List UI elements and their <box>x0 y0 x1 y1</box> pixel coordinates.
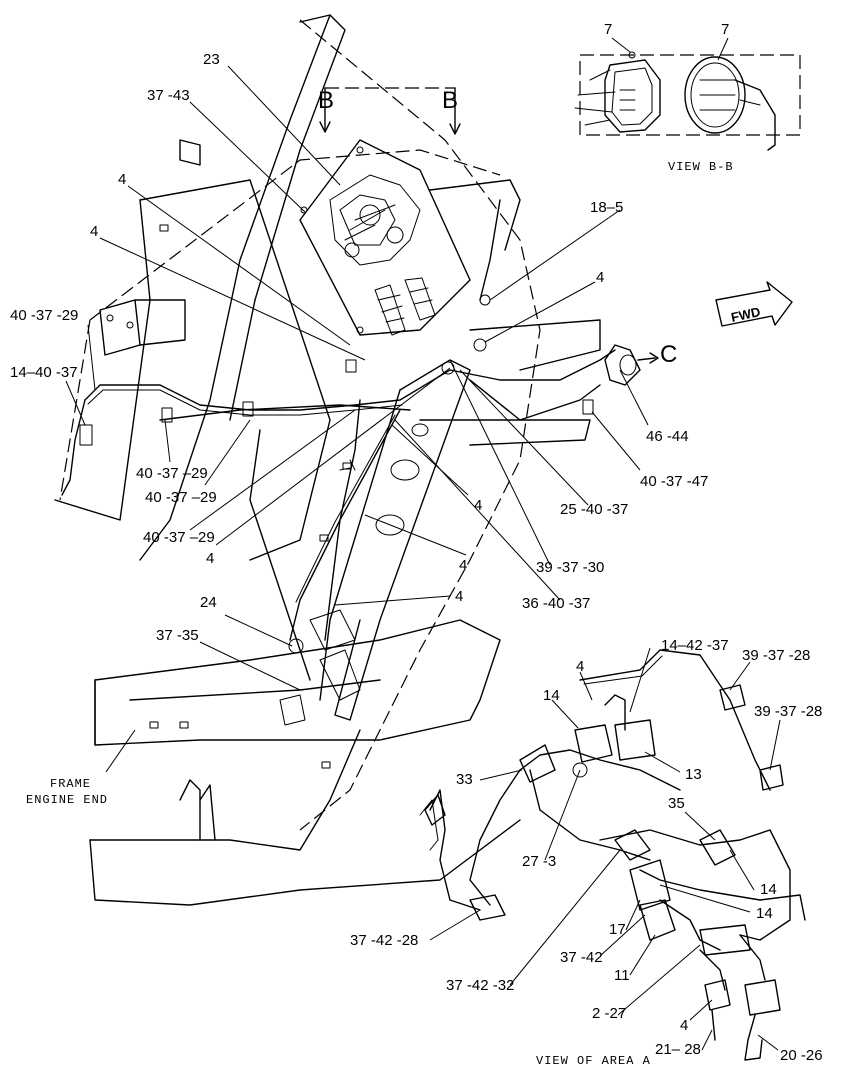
callout-2-27: 2 -27 <box>592 1005 626 1022</box>
valve-assembly <box>299 139 471 336</box>
callout-4: 4 <box>680 1017 688 1034</box>
callout-14: 14 <box>756 905 773 922</box>
callout-14-42-37: 14–42 -37 <box>661 637 729 654</box>
view-area-a-caption: VIEW OF AREA A <box>536 1054 651 1068</box>
leader-lines <box>65 65 781 1051</box>
callout-4: 4 <box>474 497 482 514</box>
callout-14: 14 <box>543 687 560 704</box>
callout-11: 11 <box>614 967 630 984</box>
callout-20-26: 20 -26 <box>780 1047 823 1064</box>
callout-4: 4 <box>596 269 604 286</box>
view-bb-caption: VIEW B-B <box>668 160 734 174</box>
callout-37-42-28: 37 -42 -28 <box>350 932 418 949</box>
section-c-label: C <box>660 341 677 368</box>
callout-37-42: 37 -42 <box>560 949 603 966</box>
frame-caption-line1: FRAME <box>50 777 91 791</box>
callout-37-43: 37 -43 <box>147 87 190 104</box>
callout-labels: 23 37 -43 4 4 18–5 4 40 -37 -29 14–40 -3… <box>10 51 823 1064</box>
callout-39-37-28: 39 -37 -28 <box>754 703 822 720</box>
callout-4: 4 <box>118 171 126 188</box>
callout-14-40-37: 14–40 -37 <box>10 364 78 381</box>
section-line-bb: B B <box>318 87 461 135</box>
callout-39-37-30: 39 -37 -30 <box>536 559 604 576</box>
callout-37-42-32: 37 -42 -32 <box>446 977 514 994</box>
callout-7-left: 7 <box>604 21 612 38</box>
callout-24: 24 <box>200 594 217 611</box>
callout-4: 4 <box>576 658 584 675</box>
callout-35: 35 <box>668 795 685 812</box>
frame-caption-line2: ENGINE END <box>26 793 108 807</box>
callout-27-3: 27 -3 <box>522 853 556 870</box>
callout-14: 14 <box>760 881 777 898</box>
callout-7-right: 7 <box>721 21 729 38</box>
callout-37-35: 37 -35 <box>156 627 199 644</box>
view-bb-detail: 7 7 VIEW B-B <box>574 21 801 174</box>
section-b-left-label: B <box>318 87 334 114</box>
callout-4: 4 <box>90 223 98 240</box>
callout-4: 4 <box>206 550 214 567</box>
callout-23: 23 <box>203 51 220 68</box>
view-area-a-detail <box>419 649 806 1061</box>
callout-40-37-29: 40 -37 –29 <box>145 489 217 506</box>
frame-structure <box>54 14 601 906</box>
callout-4: 4 <box>459 557 467 574</box>
callout-40-37-29: 40 -37 –29 <box>143 529 215 546</box>
wire-harness-main <box>61 199 659 769</box>
callout-18-5: 18–5 <box>590 199 623 216</box>
callout-25-40-37: 25 -40 -37 <box>560 501 628 518</box>
fwd-label: FWD <box>730 304 762 325</box>
callout-39-37-28: 39 -37 -28 <box>742 647 810 664</box>
callout-4: 4 <box>455 588 463 605</box>
callout-17: 17 <box>609 921 626 938</box>
callout-40-37-29: 40 -37 -29 <box>10 307 78 324</box>
callout-40-37-47: 40 -37 -47 <box>640 473 708 490</box>
callout-46-44: 46 -44 <box>646 428 689 445</box>
callout-21-28: 21– 28 <box>655 1041 701 1058</box>
section-b-right-label: B <box>442 87 458 114</box>
callout-33: 33 <box>456 771 473 788</box>
callout-40-37-29: 40 -37 –29 <box>136 465 208 482</box>
callout-36-40-37: 36 -40 -37 <box>522 595 590 612</box>
callout-13: 13 <box>685 766 702 783</box>
forward-direction-arrow: FWD <box>715 281 793 327</box>
